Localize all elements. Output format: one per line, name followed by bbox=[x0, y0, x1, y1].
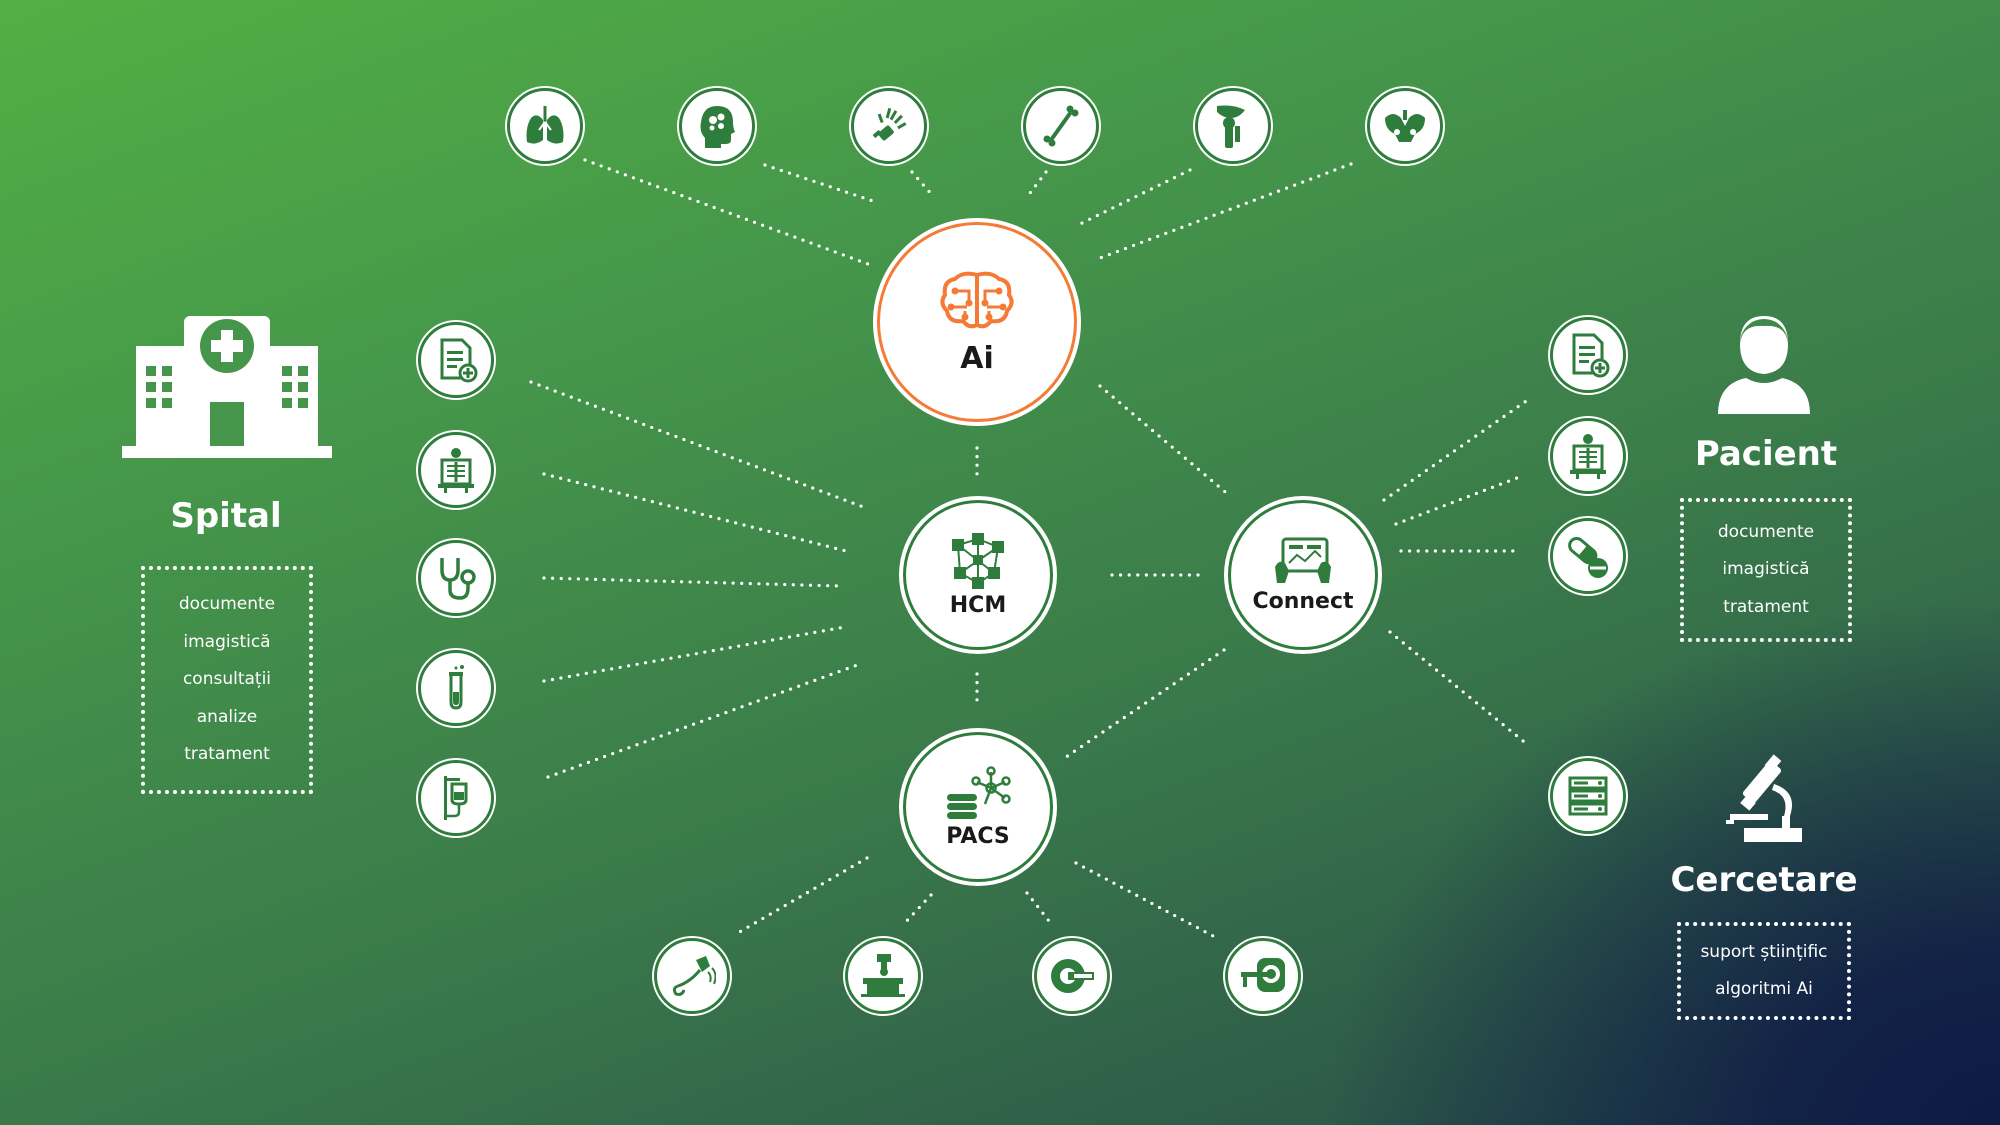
hip-joint-icon bbox=[1217, 105, 1245, 148]
bottom-icon-3[interactable] bbox=[1034, 938, 1110, 1014]
hcm-hub[interactable]: HCM bbox=[903, 500, 1053, 650]
spital-item: documente bbox=[178, 594, 276, 615]
network-cubes-icon bbox=[952, 532, 1004, 589]
cercetare-title: Cercetare bbox=[1670, 860, 1858, 900]
server-icon bbox=[1568, 776, 1608, 816]
left-icon-2[interactable] bbox=[418, 432, 494, 508]
cercetare-item: algoritmi Ai bbox=[1715, 979, 1813, 999]
xray-machine-icon bbox=[861, 954, 905, 997]
spital-item: analize bbox=[196, 706, 258, 727]
bone-icon bbox=[1043, 105, 1079, 147]
mri-scanner-icon bbox=[1241, 958, 1285, 992]
ai-hub-label: Ai bbox=[960, 340, 994, 376]
patient-icon bbox=[1718, 316, 1810, 414]
pacient-info-box: documente imagistică tratament bbox=[1680, 498, 1852, 642]
pacs-hub[interactable]: PACS bbox=[903, 732, 1053, 882]
pacs-hub-label: PACS bbox=[946, 823, 1010, 849]
top-icon-5[interactable] bbox=[1195, 88, 1271, 164]
right-icon-3[interactable] bbox=[1550, 518, 1626, 594]
ai-brain-circuit-icon bbox=[940, 271, 1014, 328]
top-icon-2[interactable] bbox=[679, 88, 755, 164]
hand-xray-icon bbox=[872, 107, 907, 141]
top-icon-3[interactable] bbox=[851, 88, 927, 164]
left-icon-1[interactable] bbox=[418, 322, 494, 398]
bottom-icon-1[interactable] bbox=[654, 938, 730, 1014]
right-icon-2[interactable] bbox=[1550, 418, 1626, 494]
left-icon-3[interactable] bbox=[418, 540, 494, 616]
ct-scanner-icon bbox=[1051, 959, 1094, 993]
left-icon-5[interactable] bbox=[418, 760, 494, 836]
right-icon-1[interactable] bbox=[1550, 317, 1626, 393]
xray-person-icon bbox=[1570, 434, 1606, 479]
bottom-icon-2[interactable] bbox=[845, 938, 921, 1014]
spital-title: Spital bbox=[170, 496, 282, 536]
ultrasound-probe-icon bbox=[672, 956, 716, 996]
microscope-icon bbox=[1726, 754, 1802, 842]
connect-hub[interactable]: Connect bbox=[1228, 500, 1378, 650]
cercetare-item: suport științific bbox=[1700, 941, 1828, 962]
top-icon-6[interactable] bbox=[1367, 88, 1443, 164]
database-network-icon bbox=[947, 765, 1011, 819]
connect-hub-label: Connect bbox=[1252, 588, 1354, 614]
xray-person-icon bbox=[438, 448, 474, 493]
ai-hub[interactable]: Ai bbox=[877, 222, 1077, 422]
spital-item: consultații bbox=[182, 669, 272, 690]
cercetare-info-box: suport științific algoritmi Ai bbox=[1677, 922, 1851, 1020]
pacient-item: tratament bbox=[1723, 596, 1809, 617]
medical-document-icon bbox=[440, 338, 478, 383]
pacient-item: imagistică bbox=[1722, 559, 1810, 580]
top-icon-1[interactable] bbox=[507, 88, 583, 164]
lungs-icon bbox=[526, 106, 564, 144]
spital-info-box: documente imagistică consultații analize… bbox=[141, 566, 313, 794]
pacient-item: documente bbox=[1717, 521, 1815, 542]
brain-head-icon bbox=[700, 106, 735, 148]
right-icon-4[interactable] bbox=[1550, 758, 1626, 834]
hospital-icon bbox=[122, 316, 332, 458]
hcm-hub-label: HCM bbox=[949, 592, 1007, 618]
left-icon-4[interactable] bbox=[418, 650, 494, 726]
top-icon-4[interactable] bbox=[1023, 88, 1099, 164]
iv-drip-icon bbox=[444, 776, 468, 820]
medical-document-icon bbox=[1572, 333, 1610, 378]
tablet-dashboard-icon bbox=[1275, 537, 1331, 583]
bottom-icon-4[interactable] bbox=[1225, 938, 1301, 1014]
spital-item: imagistică bbox=[183, 631, 271, 652]
spital-item: tratament bbox=[184, 744, 270, 765]
pelvis-icon bbox=[1385, 110, 1425, 142]
stethoscope-icon bbox=[440, 558, 476, 600]
pill-capsule-icon bbox=[1568, 537, 1608, 578]
pacient-title: Pacient bbox=[1694, 434, 1838, 474]
test-tube-icon bbox=[449, 665, 464, 710]
